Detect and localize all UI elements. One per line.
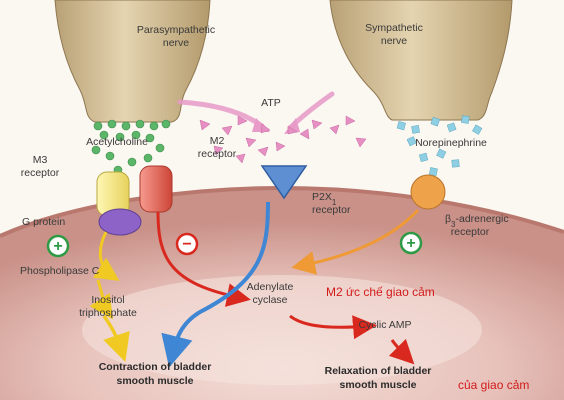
m3-label-line1: M3 [33,154,48,166]
arrow-inositol-to-contraction [102,314,130,362]
plus-sign-right [399,231,423,255]
inositol-label-line2: triphosphate [79,307,137,319]
p2x1-label-line2: receptor [312,204,351,216]
acetylcholine-label: Acetylcholine [86,136,148,148]
arrow-phospholipase-to-inositol [89,279,113,320]
sympathetic-label-line2: nerve [381,35,407,47]
arrow-beta3-to-adenylate-cyclase [291,208,420,275]
phospholipase-c-label: Phospholipase C [20,265,100,277]
relaxation-label-line2: smooth muscle [339,379,416,391]
arrow-gprotein-to-phospholipase [92,231,120,281]
arrow-m2-inhibits-adenylate-cyclase [156,211,251,307]
annotation-sympathetic: của giao cảm [458,378,529,392]
minus-sign [175,232,199,256]
beta3-label: β3-adrenergic [445,213,509,229]
m3-label-line2: receptor [21,167,60,179]
minus-glyph: − [182,236,191,253]
relaxation-label-line1: Relaxation of bladder [325,365,432,377]
norepinephrine-molecules [396,115,483,177]
m2-label-line1: M2 [210,135,225,147]
atp-molecules [199,115,367,164]
sympathetic-nerve-terminal [329,0,513,121]
m2-label-line2: receptor [198,148,237,160]
sympathetic-label-line1: Sympathetic [365,22,423,34]
arrow-adenylate-to-cyclic-amp [289,314,377,340]
parasympathetic-label-line1: Parasympathetic [137,24,215,36]
parasympathetic-label-line2: nerve [163,37,189,49]
arrow-p2x1-to-contraction [161,201,270,368]
inositol-label-line1: Inositol [91,294,124,306]
plus-glyph-right: + [406,235,415,252]
m2-receptor [139,165,173,213]
plus-sign-left [46,234,70,258]
parasympathetic-nerve-terminal [54,0,211,123]
g-protein-label: G protein [22,216,65,228]
g-protein [98,208,142,236]
contraction-label-line1: Contraction of bladder [99,361,212,373]
adenylate-label-line2: cyclase [252,294,287,306]
atp-label: ATP [261,97,281,109]
adenylate-label-line1: Adenylate [247,281,294,293]
cyclic-amp-label: Cyclic AMP [358,319,411,331]
contraction-label-line2: smooth muscle [116,375,193,387]
plus-glyph-left: + [53,238,62,255]
p2x1-label: P2X1 [312,191,337,207]
norepinephrine-label: Norepinephrine [415,137,487,149]
annotation-m2-inhibits-sympathetic: M2 ức chế giao cảm [326,285,435,299]
arrow-cyclic-amp-to-relaxation [388,338,415,365]
p2x1-receptor [260,165,308,200]
beta3-receptor [410,174,446,210]
beta3-label-line2: receptor [451,226,490,238]
